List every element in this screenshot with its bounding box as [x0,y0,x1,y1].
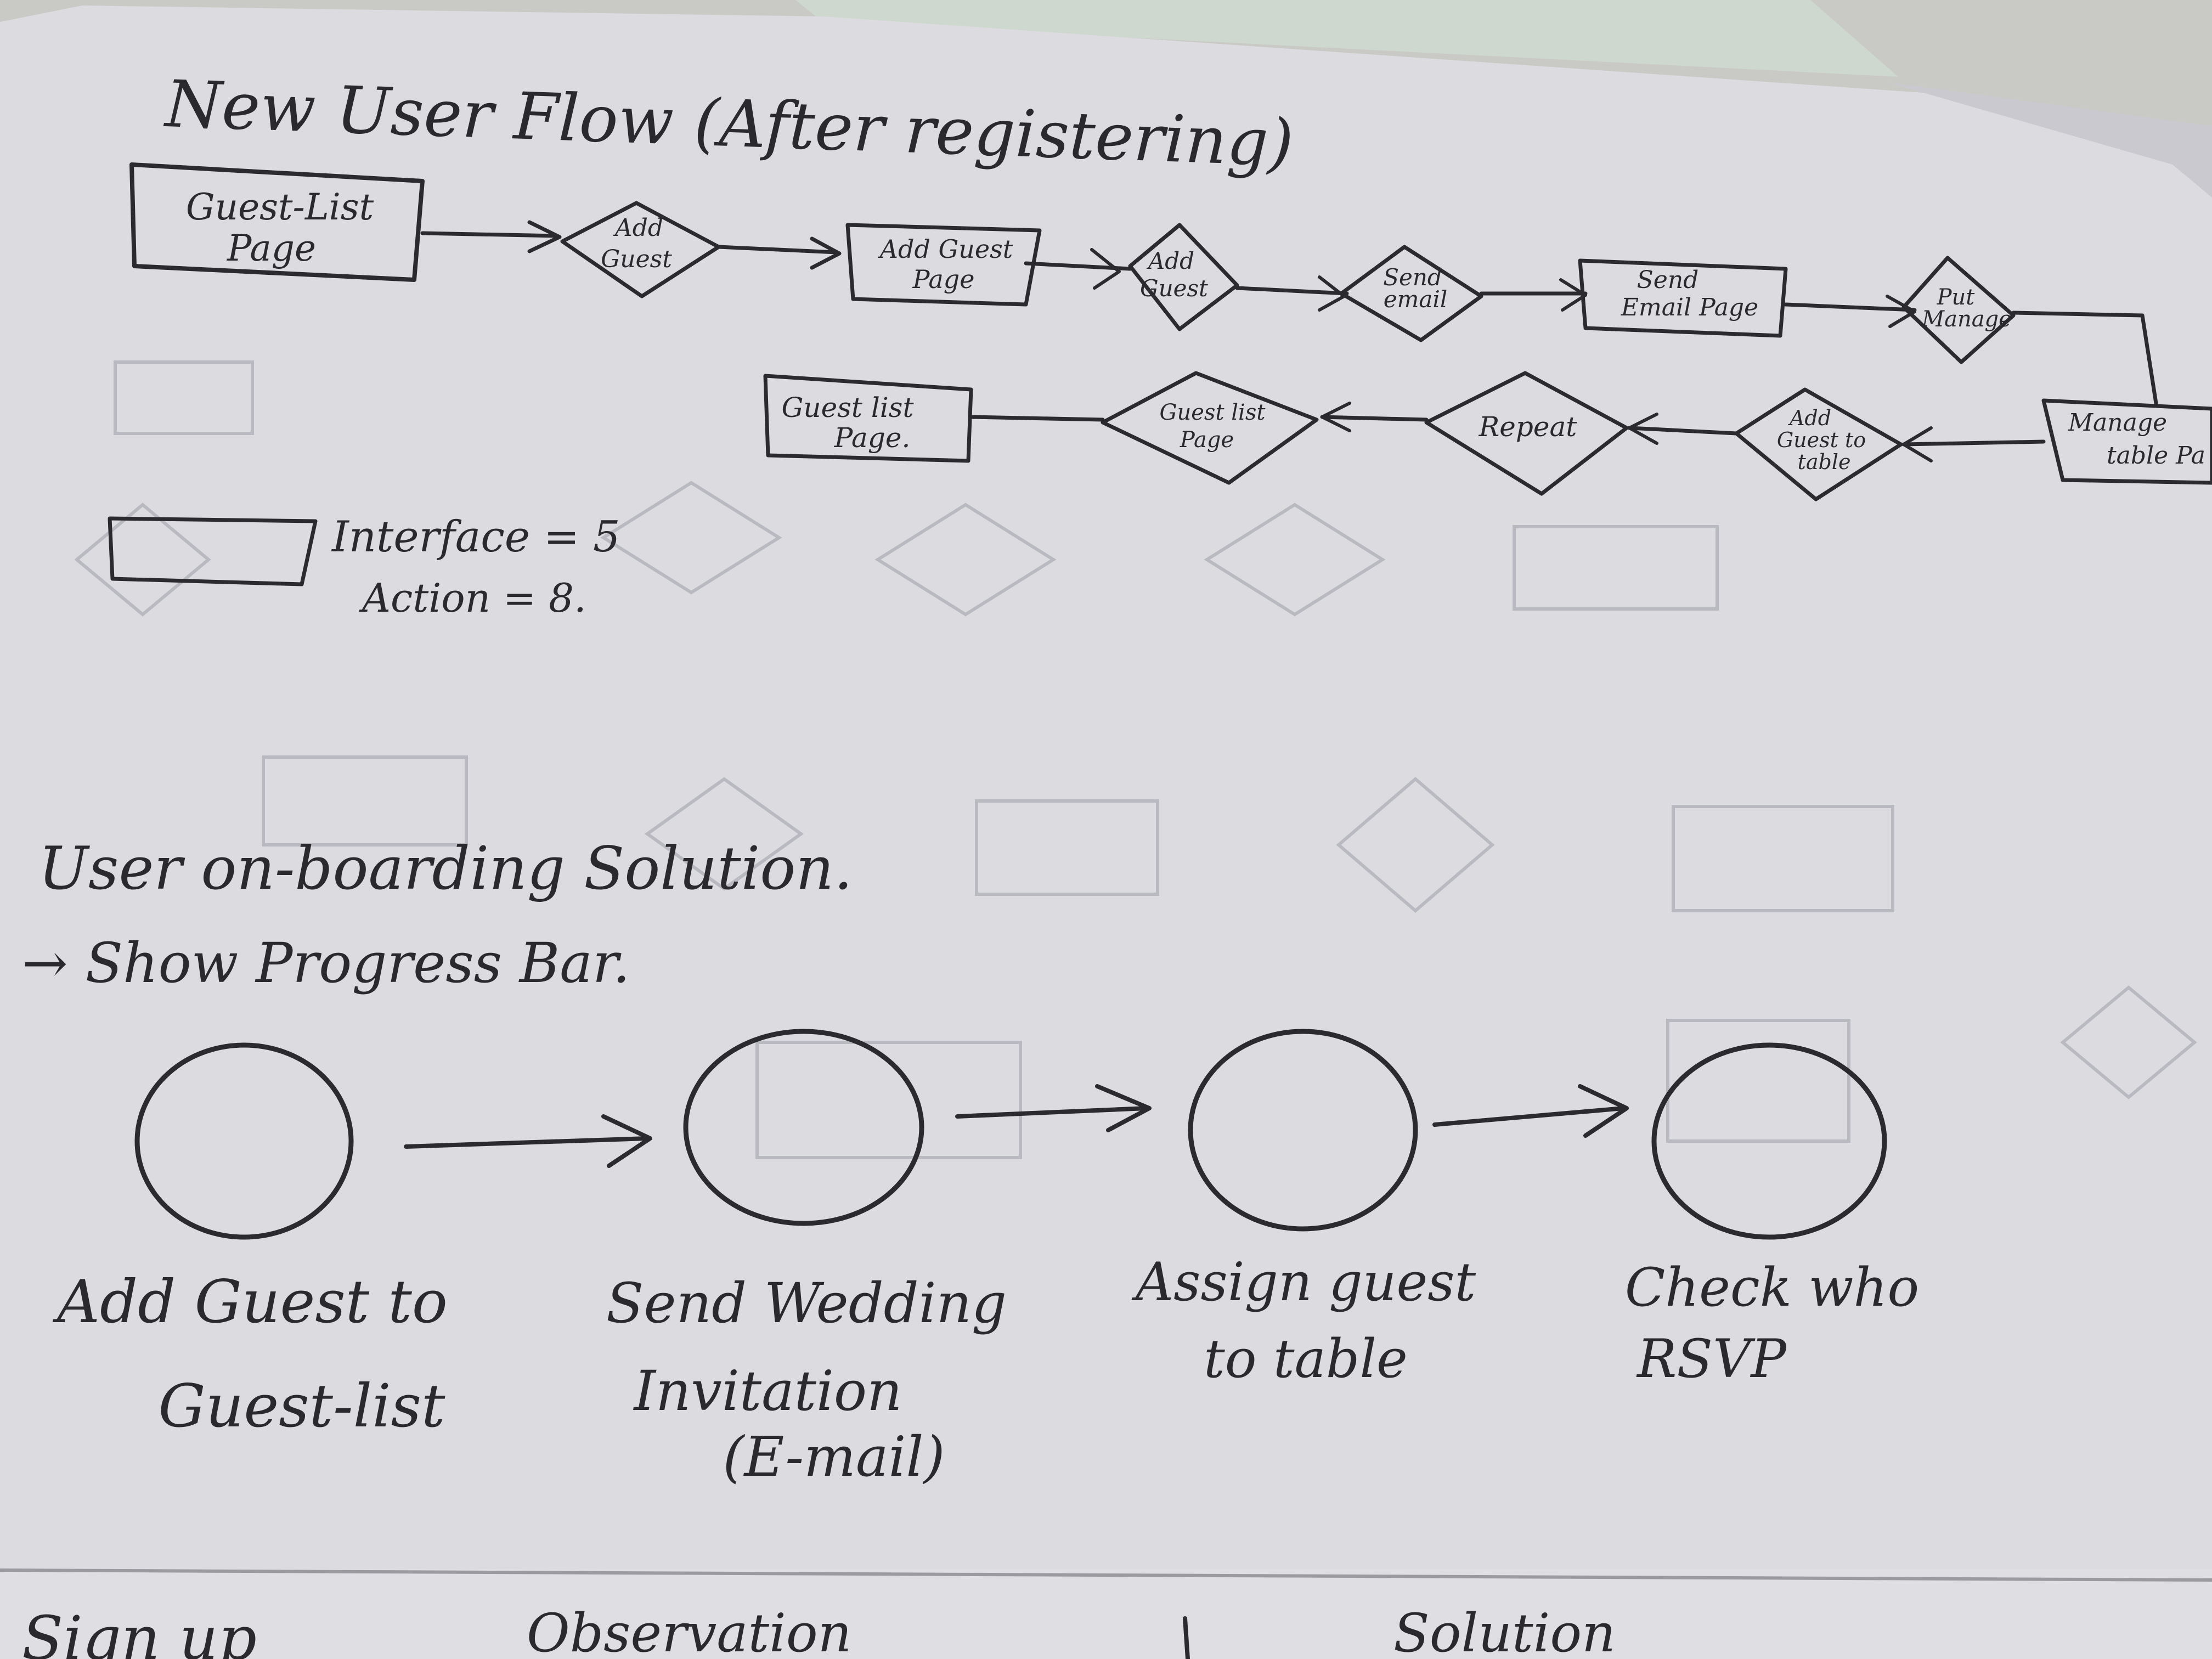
action-diamond-add-guest-2 [1128,223,1239,331]
interface-box-manage-table [2041,398,2212,485]
action-diamond-put-manage [1901,256,2016,364]
paper-shadow-top [1887,82,2212,198]
solution-title: User on-boarding Solution. [38,834,853,903]
legend-interface-box [108,516,318,586]
action-diamond-send-email [1339,245,1483,342]
next-page-strip: Sign up Observation Solution [22,1602,1616,1659]
action-diamond-repeat [1424,371,1629,496]
interface-box-guest-list [129,162,425,282]
progress-bar [134,1029,1887,1240]
legend: Interface = 5 Action = 8. [108,512,620,621]
show-through-marks [74,360,2197,1159]
page-edge-line [0,1568,2212,1582]
progress-step-circle [134,1042,354,1240]
legend-action-count: Action = 8. [359,575,586,621]
strip-text-solution: Solution [1393,1602,1616,1659]
strip-text-observation: Observation [527,1602,852,1659]
interface-box-send-email-page [1578,258,1788,338]
bottom-page-strip [0,1569,2212,1659]
action-diamond-guest-list-page [1101,371,1319,485]
node-label-line: Repeat [1479,411,1578,443]
progress-step-circle [1188,1029,1418,1232]
progress-step-circle [683,1029,924,1226]
progress-step-circle [1651,1042,1887,1240]
green-sheet-edge [795,0,1898,77]
legend-interface-count: Interface = 5 [331,512,620,562]
solution-subtitle: → Show Progress Bar. [22,931,630,995]
action-diamond-add-guest-to-table [1734,387,1903,501]
strip-text-sign-up: Sign up [22,1603,257,1659]
paper-page [0,5,2212,1602]
interface-box-guest-list-page [763,374,973,463]
interface-box-add-guest-page [845,223,1042,307]
